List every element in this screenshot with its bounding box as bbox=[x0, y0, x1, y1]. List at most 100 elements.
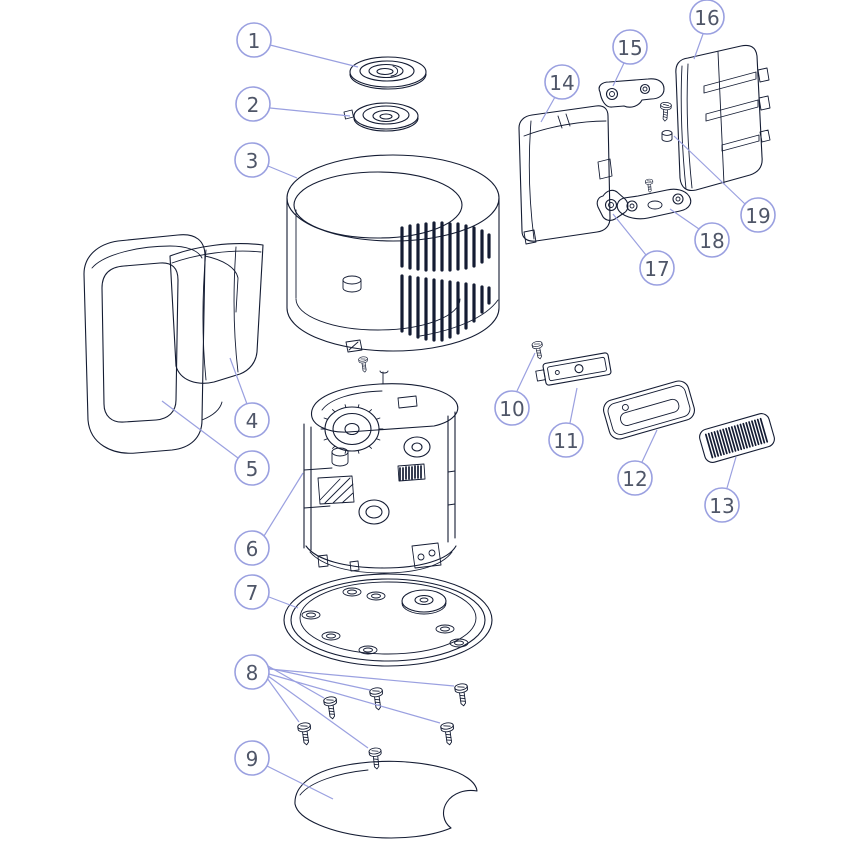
part-16-side-panel-right-drawing bbox=[675, 44, 771, 192]
callout-number-7: 7 bbox=[246, 581, 259, 605]
leader-line-8 bbox=[267, 675, 369, 749]
leader-line-1 bbox=[269, 44, 359, 68]
leader-line-12 bbox=[641, 429, 658, 463]
leader-line-8 bbox=[267, 667, 371, 691]
callout-balloon-14 bbox=[544, 64, 580, 100]
leader-line-15 bbox=[612, 62, 625, 87]
callout-number-12: 12 bbox=[622, 467, 647, 491]
leader-line-13 bbox=[726, 456, 737, 489]
callout-7: 7 bbox=[234, 574, 299, 610]
callout-balloon-2 bbox=[235, 86, 271, 122]
leader-line-2 bbox=[269, 107, 351, 117]
callout-balloon-11 bbox=[548, 422, 584, 458]
part-5-outer-shell-drawing bbox=[83, 234, 239, 454]
part-18-lever-drawing bbox=[616, 178, 692, 220]
part-11-plate-drawing bbox=[535, 352, 612, 386]
callout-balloon-12 bbox=[617, 460, 653, 496]
screw-icon bbox=[368, 747, 384, 771]
part-14-side-panel-drawing bbox=[518, 105, 613, 245]
callout-number-4: 4 bbox=[246, 409, 259, 433]
callout-number-13: 13 bbox=[709, 494, 734, 518]
callout-2: 2 bbox=[235, 86, 351, 122]
part-3-housing-drawing bbox=[286, 154, 500, 374]
callout-14: 14 bbox=[540, 64, 580, 123]
leader-line-9 bbox=[266, 765, 334, 800]
part-8-screws-drawing bbox=[296, 682, 471, 771]
callout-balloon-1 bbox=[236, 22, 272, 58]
callout-number-10: 10 bbox=[499, 397, 524, 421]
callout-balloon-13 bbox=[704, 487, 740, 523]
callout-number-18: 18 bbox=[699, 229, 724, 253]
callout-10: 10 bbox=[494, 352, 536, 426]
callout-balloon-8 bbox=[234, 654, 270, 690]
screw-icon bbox=[357, 355, 370, 374]
callout-15: 15 bbox=[612, 29, 648, 87]
callout-number-2: 2 bbox=[247, 93, 260, 117]
leader-line-4 bbox=[229, 357, 248, 405]
callout-number-14: 14 bbox=[549, 71, 574, 95]
callout-8: 8 bbox=[234, 654, 455, 749]
callout-number-6: 6 bbox=[246, 537, 259, 561]
callout-balloon-17 bbox=[639, 250, 675, 286]
part-6-drive-assembly-drawing bbox=[303, 370, 459, 574]
callout-number-16: 16 bbox=[694, 6, 719, 30]
part-13-vent-grille-drawing bbox=[699, 413, 775, 463]
callout-number-15: 15 bbox=[617, 36, 642, 60]
callout-balloon-6 bbox=[234, 530, 270, 566]
screw-icon bbox=[644, 178, 655, 194]
part-12-cover-plate-drawing bbox=[603, 380, 695, 440]
leader-line-16 bbox=[693, 33, 704, 60]
callout-5: 5 bbox=[161, 400, 270, 486]
leader-line-8 bbox=[268, 673, 441, 724]
leader-line-5 bbox=[161, 400, 239, 459]
part-9-bottom-cover-drawing bbox=[294, 760, 478, 839]
callout-12: 12 bbox=[617, 429, 658, 496]
screw-icon bbox=[453, 682, 471, 708]
leader-line-10 bbox=[516, 352, 536, 392]
leader-line-8 bbox=[268, 668, 455, 687]
callout-9: 9 bbox=[234, 740, 334, 800]
callout-16: 16 bbox=[689, 0, 725, 60]
callout-balloon-4 bbox=[234, 402, 270, 438]
leader-line-8 bbox=[266, 677, 300, 723]
callout-18: 18 bbox=[669, 208, 730, 258]
callout-17: 17 bbox=[612, 213, 675, 286]
part-7-base-plate-drawing bbox=[283, 573, 493, 667]
callout-19: 19 bbox=[673, 135, 776, 233]
callout-balloon-18 bbox=[694, 222, 730, 258]
callout-balloon-9 bbox=[234, 740, 270, 776]
callout-balloon-7 bbox=[234, 574, 270, 610]
callout-1: 1 bbox=[236, 22, 359, 68]
callout-11: 11 bbox=[548, 387, 584, 458]
callout-balloon-15 bbox=[612, 29, 648, 65]
callout-number-5: 5 bbox=[246, 457, 259, 481]
screw-icon bbox=[296, 721, 314, 747]
part-4-inner-shell-drawing bbox=[169, 243, 264, 384]
callout-number-8: 8 bbox=[246, 661, 259, 685]
leader-line-3 bbox=[267, 165, 298, 179]
screw-icon bbox=[659, 101, 672, 122]
leader-line-11 bbox=[569, 387, 578, 424]
callout-13: 13 bbox=[704, 456, 740, 523]
callout-6: 6 bbox=[234, 472, 304, 566]
leader-line-19 bbox=[673, 135, 746, 205]
screw-icon bbox=[322, 695, 340, 721]
leader-line-6 bbox=[263, 472, 304, 537]
part-15-bracket-drawing bbox=[598, 78, 673, 142]
callout-number-19: 19 bbox=[745, 204, 770, 228]
callout-number-3: 3 bbox=[246, 149, 259, 173]
leader-line-18 bbox=[669, 208, 700, 230]
callout-balloon-16 bbox=[689, 0, 725, 35]
callout-number-11: 11 bbox=[553, 429, 578, 453]
callout-number-9: 9 bbox=[246, 747, 259, 771]
callout-balloon-10 bbox=[494, 390, 530, 426]
callout-3: 3 bbox=[234, 142, 298, 179]
leader-line-14 bbox=[540, 96, 556, 123]
callout-4: 4 bbox=[229, 357, 270, 438]
callout-number-1: 1 bbox=[248, 29, 261, 53]
part-1-cap-drawing bbox=[349, 56, 427, 90]
callout-number-17: 17 bbox=[644, 257, 669, 281]
